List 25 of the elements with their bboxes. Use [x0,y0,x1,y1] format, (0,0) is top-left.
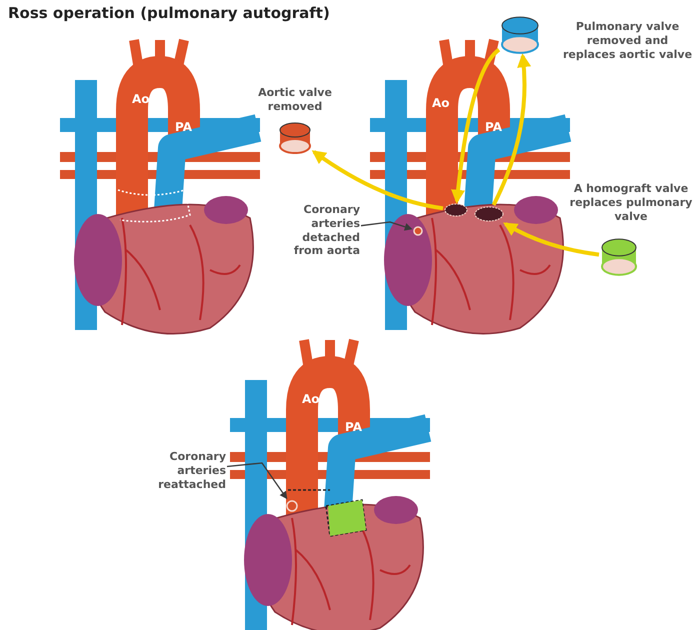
vessel-label: PA [345,420,362,434]
arrow [503,222,600,257]
pulmonary-root-opening [474,206,504,222]
pulmonary-valve-drawing [500,16,540,54]
vessel-label: Ao [432,96,450,110]
annotation-text: Coronary arteries detached from aorta [286,203,360,258]
annotation-text: Coronary arteries reattached [150,450,226,492]
arrow [451,48,500,204]
vessel-label: PA [175,120,192,134]
vessel-label: Ao [302,392,320,406]
valve-caption: Pulmonary valve removed and replaces aortic valve [562,20,694,62]
arrow [312,150,444,210]
vessel-label: Ao [132,92,150,106]
homograft-valve-drawing [600,238,638,276]
coronary-artery-stitch [286,500,298,512]
coronary-artery-opening [413,226,423,236]
leader-line [226,462,288,500]
aortic-valve-drawing [278,122,312,154]
valve-caption: Aortic valve removed [257,86,333,114]
arrow [492,53,531,206]
aortic-root-opening [444,203,468,217]
vessel-label: PA [485,120,502,134]
title: Ross operation (pulmonary autograft) [8,4,330,22]
leader-line [360,221,412,231]
valve-caption: A homograft valve replaces pulmonary valve [568,182,694,224]
